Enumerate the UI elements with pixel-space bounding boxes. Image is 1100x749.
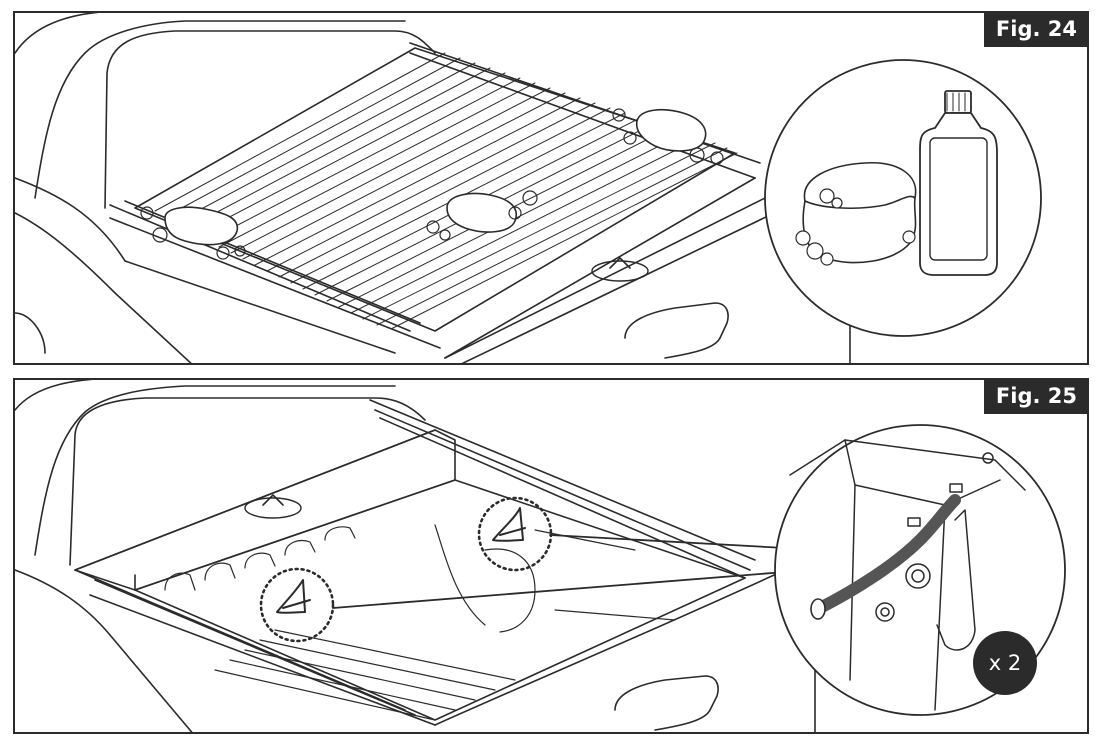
inspection-circle-front: [259, 567, 335, 643]
figure-24-panel: Fig. 24: [13, 11, 1089, 365]
drain-tube-inspection-illustration: [15, 380, 1066, 732]
figure-25-panel: Fig. 25 x 2: [13, 378, 1089, 734]
figure-label: Fig. 25: [983, 380, 1087, 414]
figure-label: Fig. 24: [983, 13, 1087, 47]
drain-tube-icon: [810, 494, 961, 620]
sponge-icon: [802, 162, 917, 264]
sponge-icon: [164, 108, 707, 246]
shutter-slats: [154, 52, 738, 330]
inspection-circle-rear: [477, 496, 553, 572]
quantity-badge: x 2: [973, 631, 1037, 695]
water-drop-icon: [795, 188, 916, 266]
truck-bed-cleaning-illustration: [15, 13, 1042, 363]
cleaner-bottle-icon: [919, 90, 998, 276]
eye-icon: [276, 507, 526, 614]
water-drop-icon: [140, 108, 724, 260]
